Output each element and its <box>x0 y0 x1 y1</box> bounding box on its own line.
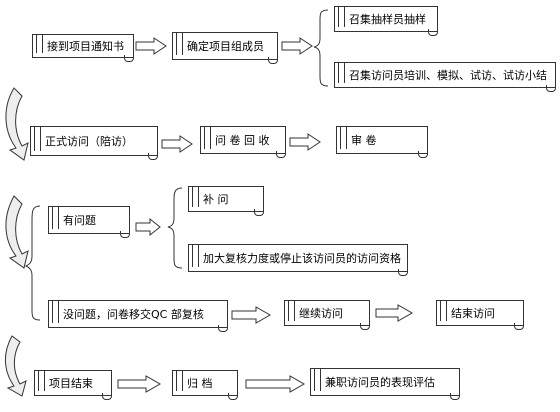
node-increase-review-label: 加大复核力度或停止该访问员的访问资格 <box>203 252 401 265</box>
node-end-interview: 结束访问 <box>436 300 524 330</box>
arrow-5 <box>135 217 161 237</box>
arrow-1 <box>135 37 167 55</box>
node-project-end-label: 项目结束 <box>49 377 93 390</box>
arrow-8 <box>117 375 162 393</box>
arrow-9 <box>245 375 306 393</box>
node-reinterview-label: 补 问 <box>203 193 229 206</box>
node-evaluate: 兼职访问员的表现评估 <box>310 368 460 400</box>
arrow-7 <box>375 304 414 322</box>
node-review-label: 审 卷 <box>351 134 377 147</box>
arrow-2 <box>281 37 313 55</box>
node-receive-notice: 接到项目通知书 <box>32 34 134 62</box>
node-archive-label: 归 档 <box>187 377 213 390</box>
curl-arrow-1 <box>5 87 29 161</box>
node-gather-interviewers: 召集访问员培训、模拟、试访、试访小结 <box>334 62 556 92</box>
node-no-problem: 没问题，问卷移交QC 部复核 <box>48 300 228 332</box>
arrow-4 <box>289 133 321 151</box>
node-formal-interview-label: 正式访问（陪访） <box>45 135 133 148</box>
node-confirm-members-label: 确定项目组成员 <box>187 40 264 53</box>
node-formal-interview: 正式访问（陪访） <box>30 126 158 160</box>
brace-2 <box>24 205 41 321</box>
node-receive-notice-label: 接到项目通知书 <box>47 40 124 53</box>
node-review: 审 卷 <box>336 126 428 158</box>
node-problem: 有问题 <box>48 206 130 238</box>
brace-1 <box>313 9 329 87</box>
node-continue-interview-label: 继续访问 <box>299 307 343 320</box>
arrow-6 <box>231 306 272 324</box>
node-reinterview: 补 问 <box>188 186 264 216</box>
node-confirm-members: 确定项目组成员 <box>172 32 278 64</box>
node-collect-questionnaire: 问 卷 回 收 <box>200 126 286 158</box>
brace-3 <box>167 187 183 269</box>
node-project-end: 项目结束 <box>34 370 112 400</box>
curl-arrow-2 <box>5 195 29 269</box>
node-no-problem-label: 没问题，问卷移交QC 部复核 <box>63 308 204 321</box>
node-gather-interviewers-label: 召集访问员培训、模拟、试访、试访小结 <box>349 69 547 82</box>
node-end-interview-label: 结束访问 <box>451 307 495 320</box>
curl-arrow-3 <box>5 335 27 397</box>
node-evaluate-label: 兼职访问员的表现评估 <box>325 376 435 389</box>
node-gather-sampler: 召集抽样员抽样 <box>334 6 438 36</box>
node-gather-sampler-label: 召集抽样员抽样 <box>349 13 426 26</box>
arrow-3 <box>161 135 193 153</box>
node-continue-interview: 继续访问 <box>284 300 370 330</box>
node-collect-questionnaire-label: 问 卷 回 收 <box>215 134 270 147</box>
node-increase-review: 加大复核力度或停止该访问员的访问资格 <box>188 244 408 276</box>
node-problem-label: 有问题 <box>63 214 96 227</box>
node-archive: 归 档 <box>172 370 238 400</box>
